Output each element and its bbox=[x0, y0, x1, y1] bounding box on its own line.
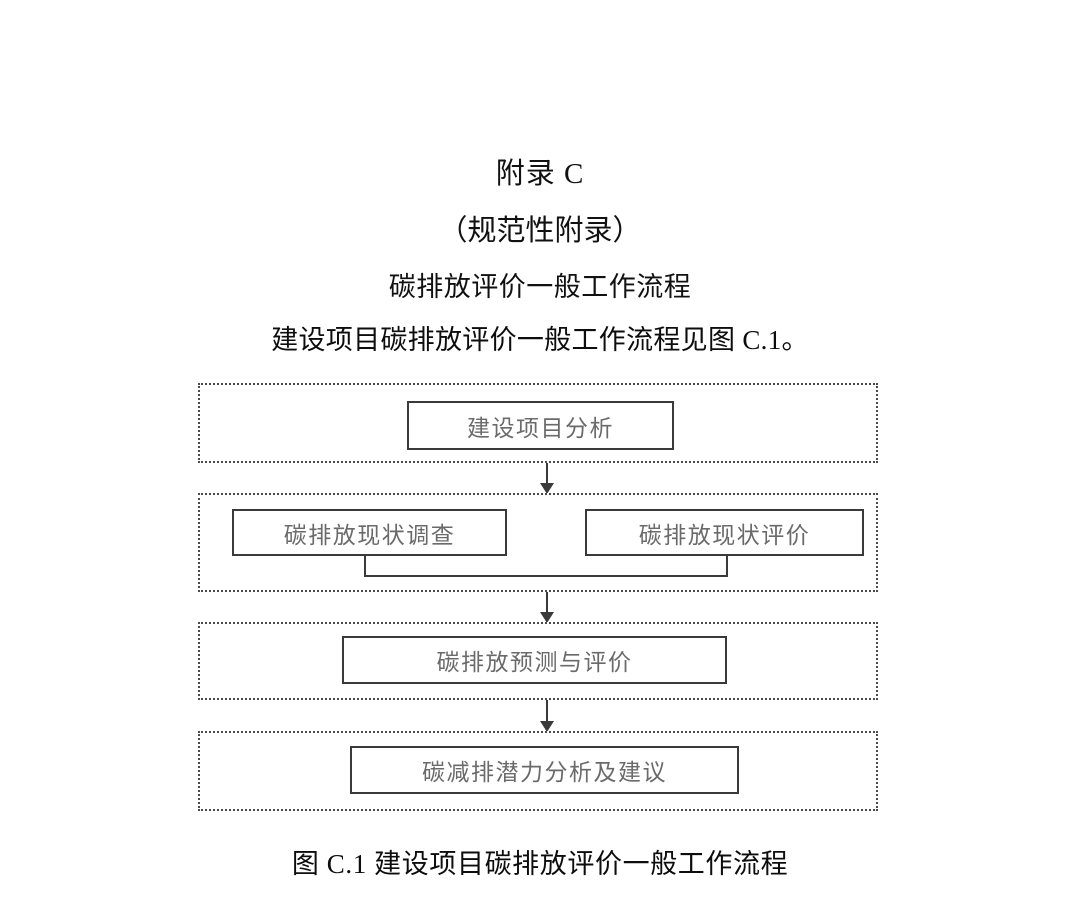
flowchart-stage-3: 碳排放预测与评价 bbox=[198, 622, 878, 700]
appendix-subtitle: （规范性附录） bbox=[438, 215, 642, 247]
flow-node-carbon-emission-forecast-and-evaluation: 碳排放预测与评价 bbox=[342, 636, 727, 684]
flowchart-stage-2: 碳排放现状调查 碳排放现状评价 bbox=[198, 493, 878, 592]
flow-arrow-stage3-to-stage4 bbox=[540, 700, 554, 732]
flow-arrow-stage2-to-stage3 bbox=[540, 592, 554, 623]
arrow-head-icon bbox=[540, 721, 554, 732]
appendix-title: 附录 C bbox=[495, 158, 585, 190]
flow-node-carbon-emission-status-survey: 碳排放现状调查 bbox=[232, 509, 507, 556]
flow-arrow-stage1-to-stage2 bbox=[540, 463, 554, 494]
intro-sentence: 建设项目碳排放评价一般工作流程见图 C.1。 bbox=[271, 325, 809, 355]
arrow-head-icon bbox=[540, 612, 554, 623]
figure-caption: 图 C.1 建设项目碳排放评价一般工作流程 bbox=[291, 849, 789, 879]
flowchart-stage-4: 碳减排潜力分析及建议 bbox=[198, 731, 878, 811]
appendix-section-title: 碳排放评价一般工作流程 bbox=[388, 272, 692, 302]
flowchart-stage-1: 建设项目分析 bbox=[198, 383, 878, 463]
connector-merge-bar bbox=[364, 575, 728, 577]
connector-stem-right bbox=[726, 555, 728, 577]
appendix-heading-block: 附录 C （规范性附录） 碳排放评价一般工作流程 建设项目碳排放评价一般工作流程… bbox=[0, 160, 1080, 354]
arrow-head-icon bbox=[540, 483, 554, 494]
flowchart: 建设项目分析 碳排放现状调查 碳排放现状评价 碳排放预测与评价 碳减排潜力分析及… bbox=[198, 383, 878, 811]
flow-node-carbon-reduction-potential-analysis-and-suggestions: 碳减排潜力分析及建议 bbox=[350, 746, 739, 794]
flow-node-carbon-emission-status-evaluation: 碳排放现状评价 bbox=[585, 509, 864, 556]
connector-stem-left bbox=[364, 555, 366, 577]
flow-node-construction-project-analysis: 建设项目分析 bbox=[407, 401, 674, 450]
